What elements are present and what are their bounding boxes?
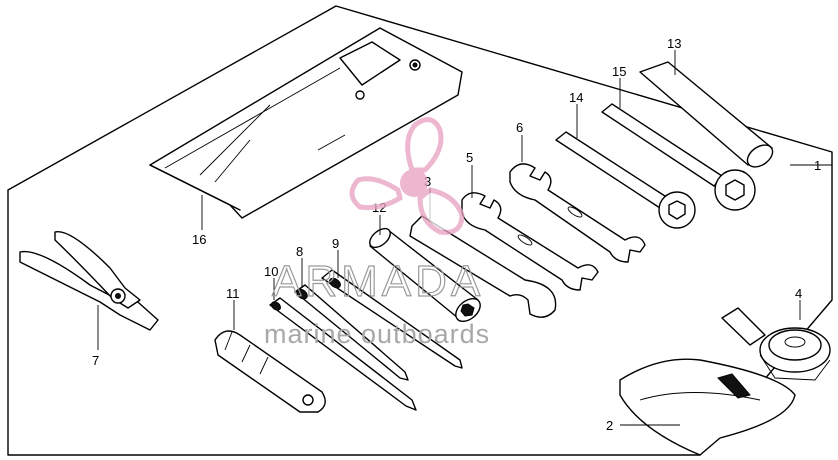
screwdriver-bit-9 bbox=[321, 269, 463, 369]
watermark-brand: ARMADA bbox=[272, 257, 484, 306]
cap-gauge bbox=[721, 307, 831, 381]
leader-lines bbox=[97, 50, 832, 426]
screwdriver-blade-10 bbox=[269, 297, 417, 411]
callout-5: 5 bbox=[466, 150, 473, 165]
callout-1: 1 bbox=[814, 158, 821, 173]
callout-15: 15 bbox=[612, 64, 626, 79]
callout-11: 11 bbox=[226, 286, 240, 301]
tool-bag bbox=[619, 358, 796, 456]
callout-13: 13 bbox=[667, 36, 681, 51]
combination-spanner bbox=[555, 131, 696, 229]
watermark-tagline: marine outboards bbox=[264, 319, 490, 349]
callout-16: 16 bbox=[192, 232, 206, 247]
callout-7: 7 bbox=[92, 353, 99, 368]
pliers bbox=[19, 230, 159, 331]
ring-spanner bbox=[601, 103, 756, 211]
callout-8: 8 bbox=[296, 244, 303, 259]
callout-2: 2 bbox=[606, 418, 613, 433]
open-end-spanner-5 bbox=[461, 192, 599, 291]
kit-boundary bbox=[7, 5, 833, 456]
box-socket-wrench bbox=[369, 227, 481, 323]
open-end-spanner-6 bbox=[509, 163, 646, 263]
screwdriver-shaft-8 bbox=[294, 284, 409, 381]
grip-sleeve bbox=[639, 61, 774, 168]
callout-9: 9 bbox=[332, 236, 339, 251]
callout-10: 10 bbox=[264, 264, 278, 279]
callout-6: 6 bbox=[516, 120, 523, 135]
tool-pouch bbox=[149, 27, 463, 219]
callout-4: 4 bbox=[795, 286, 802, 301]
hook-spanner bbox=[409, 215, 557, 318]
callout-14: 14 bbox=[569, 90, 583, 105]
propeller-logo bbox=[349, 117, 465, 235]
screwdriver-handle bbox=[214, 330, 326, 413]
